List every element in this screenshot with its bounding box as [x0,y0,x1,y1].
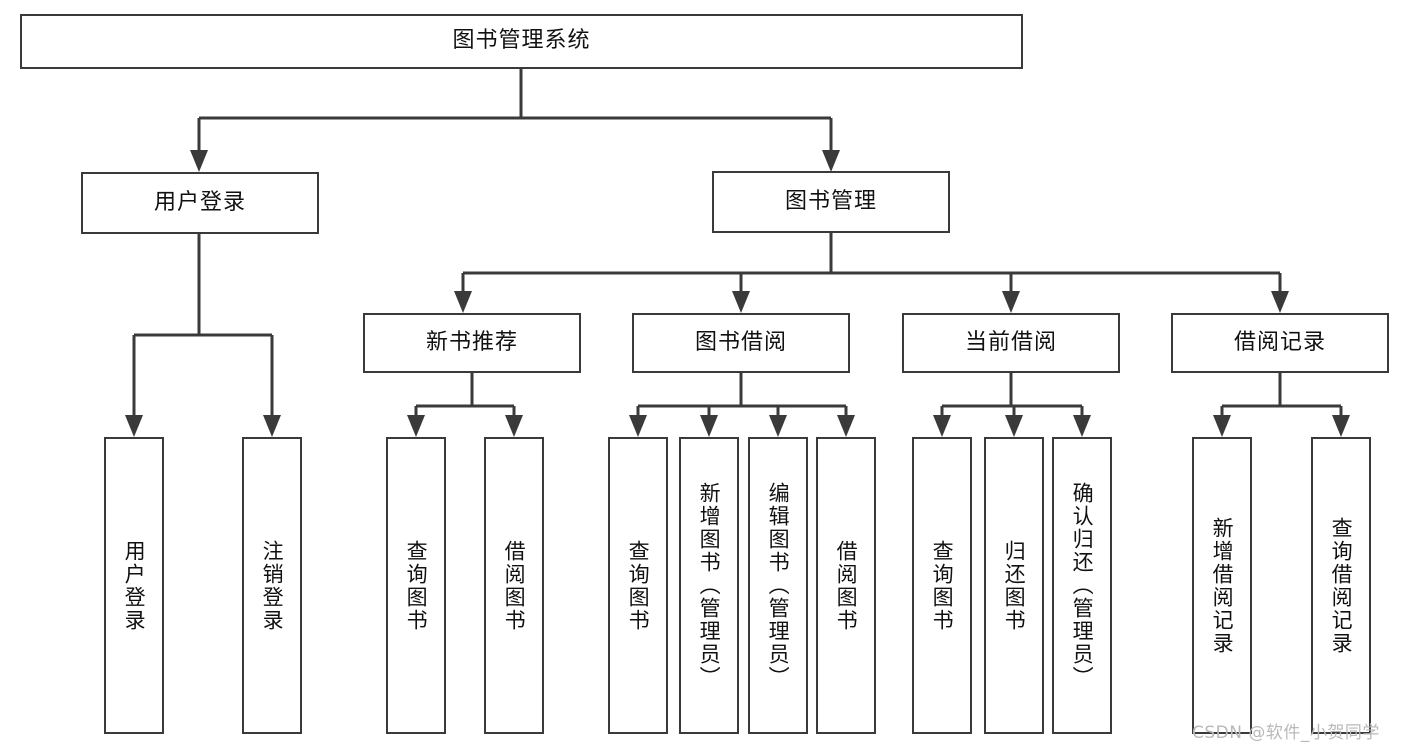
leaf-node-box: 用户登录 [104,437,164,734]
leaf-node-label: 查询图书 [404,539,429,632]
leaf-node-label: 编辑图书（管理员） [766,482,791,689]
level2-node-label: 图书借阅 [694,329,787,355]
sub-arrow-0-0-head [407,415,425,437]
level1-node-box: 图书管理 [712,171,950,233]
sub-arrow-1-2-head [769,415,787,437]
sub-arrow-1-1-head [700,415,718,437]
login-arrow-0-head [125,415,143,437]
leaf-node-label: 查询图书 [930,539,955,632]
root-node-box: 图书管理系统 [20,14,1023,69]
leaf-node-box: 查询借阅记录 [1311,437,1371,734]
leaf-node-box: 确认归还（管理员） [1052,437,1112,734]
root-arrow-0-head [190,150,208,172]
sub-arrow-1-0-head [629,415,647,437]
leaf-node-label: 查询图书 [626,539,651,632]
level1-node-box: 用户登录 [81,172,319,234]
leaf-node-box: 查询图书 [912,437,972,734]
leaf-node-box: 借阅图书 [816,437,876,734]
level2-node-label: 当前借阅 [964,329,1057,355]
leaf-node-box: 新增图书（管理员） [679,437,739,734]
books-arrow-3-head [1271,291,1289,313]
leaf-node-box: 查询图书 [386,437,446,734]
leaf-node-box: 新增借阅记录 [1192,437,1252,734]
leaf-node-label: 注销登录 [260,539,285,632]
login-arrow-1-head [263,415,281,437]
leaf-node-label: 用户登录 [122,539,147,632]
books-arrow-0-head [454,291,472,313]
sub-arrow-1-3-head [837,415,855,437]
root-arrow-1-head [822,150,840,172]
books-arrow-2-head [1002,291,1020,313]
leaf-node-label: 归还图书 [1002,539,1027,632]
leaf-node-box: 注销登录 [242,437,302,734]
level2-node-box: 当前借阅 [902,313,1120,373]
level2-node-label: 新书推荐 [425,329,518,355]
leaf-node-label: 新增图书（管理员） [697,482,722,689]
sub-arrow-2-2-head [1073,415,1091,437]
sub-arrow-2-1-head [1005,415,1023,437]
leaf-node-label: 确认归还（管理员） [1070,482,1095,689]
leaf-node-box: 归还图书 [984,437,1044,734]
level2-node-box: 新书推荐 [363,313,581,373]
level1-node-label: 图书管理 [784,188,877,214]
leaf-node-label: 借阅图书 [502,539,527,632]
leaf-node-label: 借阅图书 [834,539,859,632]
level1-node-label: 用户登录 [153,189,246,215]
leaf-node-box: 编辑图书（管理员） [748,437,808,734]
sub-arrow-3-0-head [1213,415,1231,437]
root-node-label: 图书管理系统 [452,28,591,54]
books-arrow-1-head [732,291,750,313]
level2-node-box: 借阅记录 [1171,313,1389,373]
leaf-node-box: 借阅图书 [484,437,544,734]
level2-node-label: 借阅记录 [1233,329,1326,355]
leaf-node-label: 查询借阅记录 [1329,516,1354,655]
leaf-node-box: 查询图书 [608,437,668,734]
watermark: CSDN @软件_小贺同学 [1192,723,1380,743]
sub-arrow-0-1-head [505,415,523,437]
level2-node-box: 图书借阅 [632,313,850,373]
sub-arrow-2-0-head [933,415,951,437]
leaf-node-label: 新增借阅记录 [1210,516,1235,655]
sub-arrow-3-1-head [1332,415,1350,437]
